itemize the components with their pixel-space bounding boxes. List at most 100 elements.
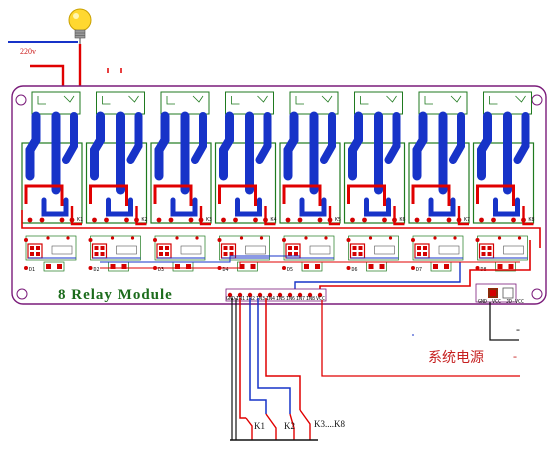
relay-pin: [382, 217, 387, 223]
red-signal-bus: [21, 210, 541, 300]
resistor: [438, 245, 460, 255]
relay-pin: [156, 217, 162, 223]
header-pin-label: IN6: [286, 296, 295, 302]
relay-pin: [134, 217, 139, 223]
relay-board: [11, 85, 547, 305]
driver-outline: [412, 235, 464, 261]
driver-2: D2: [88, 235, 141, 273]
coil-wire: [411, 184, 451, 206]
coil-trace: [299, 197, 327, 217]
coil-wire: [476, 184, 515, 206]
resistor: [51, 245, 73, 255]
power-trace: [126, 112, 143, 164]
coil-wire: [70, 206, 82, 226]
relay-pin: [446, 217, 452, 223]
led-label: D3: [158, 267, 164, 273]
led-label: D6: [352, 267, 358, 273]
coil-trace: [493, 197, 520, 217]
mains-voltage-label: 220v: [20, 47, 36, 56]
relay-pin: [392, 217, 397, 223]
terminal-block: [225, 91, 274, 115]
coil-wire: [89, 184, 128, 206]
relay-pin: [491, 217, 496, 223]
header-pin: [257, 292, 263, 298]
resistor: [116, 245, 137, 255]
terminal-block: [483, 91, 532, 115]
led-label: D4: [223, 267, 229, 273]
driver-7: D7: [411, 235, 464, 273]
relay-pin: [362, 217, 367, 223]
power-minus-top: -: [516, 322, 520, 336]
system-power-supply: - 系统电源 -: [321, 300, 520, 377]
driver-5: D5: [282, 235, 335, 273]
coil-wire: [24, 184, 64, 206]
relay-label: K6: [400, 217, 406, 223]
relay-pin: [221, 217, 226, 223]
relay-4: K4: [214, 91, 277, 226]
power-trace: [477, 111, 492, 181]
header-pin: [267, 292, 273, 298]
power-trace: [384, 112, 401, 164]
power-trace: [412, 111, 428, 181]
coil-trace: [364, 197, 391, 217]
coil-wire: [218, 184, 257, 206]
coil-wire: [282, 184, 322, 206]
power-trace: [449, 112, 465, 164]
header-pin: [287, 292, 293, 298]
relay-pin: [521, 217, 526, 223]
status-led: [43, 261, 65, 272]
power-trace: [219, 111, 234, 181]
relay-label: K5: [335, 217, 341, 223]
relay-pin: [511, 217, 516, 223]
relay-pin: [27, 217, 33, 223]
power-pin-jdvcc: JD-VCC: [506, 299, 524, 305]
coil-wire: [393, 206, 405, 226]
driver-outline: [283, 235, 335, 261]
power-trace: [283, 111, 299, 181]
coil-wire: [457, 206, 469, 226]
relay-pin: [414, 217, 420, 223]
driver-outline: [154, 235, 206, 261]
coil-wire: [347, 184, 386, 206]
relay-pin: [198, 217, 204, 223]
driver-outline: [219, 235, 270, 261]
power-trace: [191, 112, 207, 164]
power-trace: [255, 112, 272, 164]
relay-5: K5: [279, 91, 341, 226]
relay-pin: [124, 217, 129, 223]
relay-pin: [59, 217, 65, 223]
led-label: D5: [287, 267, 293, 273]
header-pin-label: VCC: [316, 296, 325, 302]
relay-6: K6: [343, 91, 406, 226]
terminal-block: [96, 91, 145, 115]
driver-4: D4: [217, 235, 270, 273]
relay-pin: [297, 217, 303, 223]
resistor: [180, 245, 202, 255]
header-pin-label: IN4: [266, 296, 275, 302]
power-header: GND VCC JD-VCC: [475, 283, 524, 305]
switch-label-k1: K1: [254, 421, 265, 431]
relay-label: K2: [142, 217, 148, 223]
header-pin-label: IN7: [296, 296, 305, 302]
coil-wire: [135, 206, 147, 226]
relay-pin: [92, 217, 97, 223]
switch-label-k2: K2: [284, 421, 295, 431]
header-pin: [237, 292, 243, 298]
light-bulb-icon: [68, 8, 92, 44]
power-minus-bottom: -: [513, 349, 517, 363]
relay-pin: [479, 217, 484, 223]
coil-wire: [264, 206, 276, 226]
relay-7: K7: [408, 91, 470, 226]
mounting-holes: [15, 94, 543, 300]
relay-pin: [426, 217, 432, 223]
board-title: 8 Relay Module: [58, 287, 173, 303]
power-trace: [25, 111, 41, 181]
relay-pin: [317, 217, 323, 223]
relay-label: K8: [529, 217, 535, 223]
driver-outline: [90, 235, 141, 261]
coil-trace: [235, 197, 262, 217]
led-label: D7: [416, 267, 422, 273]
relay-pin: [168, 217, 174, 223]
